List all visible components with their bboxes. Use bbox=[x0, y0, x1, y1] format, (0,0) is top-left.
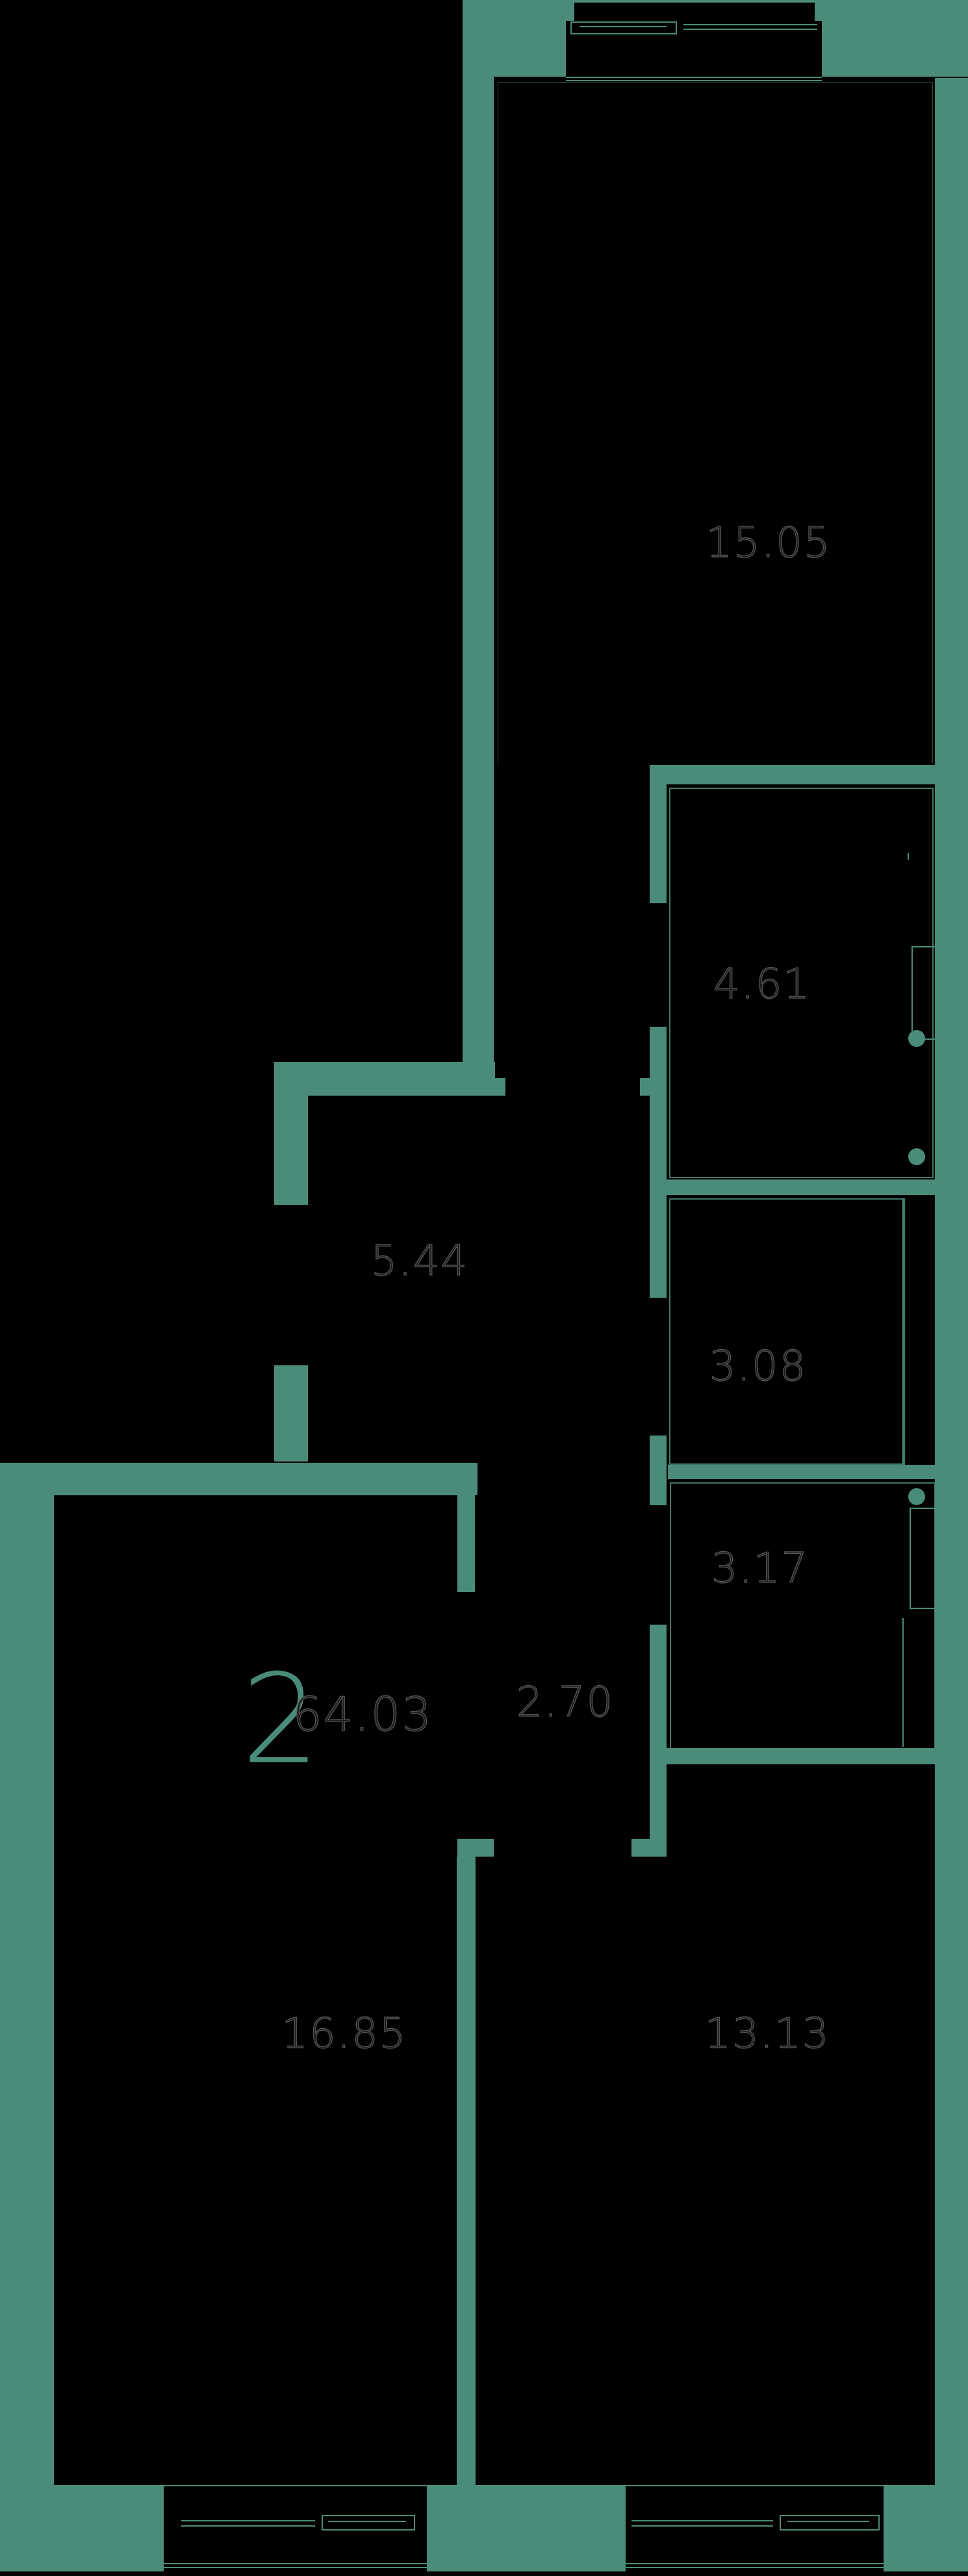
bedrooms-divider-wall bbox=[457, 1857, 476, 2485]
balcony-pier-right bbox=[822, 0, 968, 77]
bedroom-window-casement-glass bbox=[328, 2521, 406, 2522]
corridor-left-wall bbox=[457, 1495, 475, 1592]
outer-wall-left-upper bbox=[463, 77, 494, 1096]
section-divider-wall bbox=[0, 1463, 478, 1495]
wall-joint-line-right bbox=[937, 77, 968, 79]
bedroom2-window-glass-1 bbox=[631, 2520, 773, 2521]
bedroom2-window-casement-glass bbox=[787, 2521, 869, 2522]
room-area-label: 13.13 bbox=[704, 2009, 830, 2058]
shower-bedroom2-divider bbox=[665, 1748, 939, 1764]
bedroom-window-outer-line-1 bbox=[164, 2563, 427, 2564]
entry-wall-upper bbox=[274, 1062, 308, 1205]
bedroom2-window-outer-line-1 bbox=[626, 2563, 884, 2564]
room-area-label: 5.44 bbox=[370, 1237, 469, 1285]
total-area-label: 64.03 bbox=[292, 1686, 433, 1742]
bathroom-left-wall-lower bbox=[650, 1027, 667, 1298]
living-room-outline bbox=[498, 82, 933, 764]
entry-wall-lower bbox=[274, 1365, 308, 1462]
pipe-symbol-icon bbox=[908, 1030, 925, 1047]
balcony-window-casement-glass bbox=[580, 26, 667, 27]
bedroom2-window-casement bbox=[780, 2515, 880, 2531]
room-area-label: 3.08 bbox=[709, 1342, 808, 1391]
balcony-parapet-side-left bbox=[566, 3, 574, 21]
wc-duct-edge-line bbox=[902, 1198, 904, 1465]
bathroom-top-wall bbox=[650, 765, 939, 784]
bedroom-window-glass-1 bbox=[181, 2520, 315, 2521]
room-area-label: 15.05 bbox=[706, 519, 832, 567]
bottom-wall-pier-right bbox=[884, 2485, 968, 2571]
bedroom2-window-glass-2 bbox=[631, 2525, 773, 2527]
bedroom2-window-top-line bbox=[626, 2485, 884, 2486]
balcony-door-window-line-2 bbox=[566, 80, 822, 81]
balcony-door-window-line-1 bbox=[566, 77, 822, 78]
corridor-bottom-wall-left bbox=[457, 1839, 494, 1857]
bathroom-left-wall-upper bbox=[650, 784, 667, 903]
wc-outline bbox=[669, 1198, 905, 1465]
balcony-parapet-side-right bbox=[815, 3, 822, 21]
shower-left-wall-lower bbox=[650, 1625, 667, 1857]
wc-left-wall-pier bbox=[650, 1436, 667, 1505]
balcony-pier-left bbox=[463, 0, 566, 77]
balcony-parapet-top-strip bbox=[566, 0, 822, 3]
bathroom-fixture-tick bbox=[908, 853, 909, 860]
balcony-window-glass-1 bbox=[683, 24, 817, 25]
room-area-label: 4.61 bbox=[713, 960, 811, 1009]
bottom-wall-pier-middle bbox=[427, 2485, 626, 2571]
hallway-top-wall bbox=[276, 1062, 495, 1096]
living-room-door-stub-left bbox=[495, 1078, 505, 1096]
pipe-symbol-icon bbox=[908, 1488, 925, 1505]
shower-room-outline bbox=[670, 1482, 936, 1749]
rooms-count-label: 2 bbox=[241, 1647, 320, 1792]
bedroom-window-glass-2 bbox=[181, 2525, 315, 2527]
outer-wall-left-lower bbox=[0, 1495, 54, 2485]
room-area-label: 3.17 bbox=[711, 1544, 809, 1593]
bedroom2-window-outer-line-2 bbox=[626, 2567, 884, 2568]
bathroom-wc-divider bbox=[665, 1179, 937, 1195]
shower-duct-edge-line bbox=[902, 1618, 904, 1747]
bedroom-window-casement bbox=[322, 2515, 415, 2531]
balcony-window-casement bbox=[570, 21, 677, 34]
bedroom-window-top-line bbox=[164, 2485, 427, 2486]
pipe-symbol-icon bbox=[908, 1148, 925, 1165]
balcony-window-glass-2 bbox=[683, 29, 817, 30]
bathroom-duct-niche bbox=[911, 946, 937, 1040]
bedroom-window-outer-line-2 bbox=[164, 2567, 427, 2568]
room-area-label: 2.70 bbox=[516, 1678, 615, 1727]
bottom-wall-pier-left bbox=[0, 2485, 164, 2571]
living-room-door-stub-right bbox=[640, 1078, 650, 1096]
corridor-bottom-wall-right bbox=[631, 1839, 650, 1857]
room-area-label: 16.85 bbox=[281, 2009, 407, 2058]
shower-duct-niche bbox=[910, 1508, 938, 1609]
wc-shower-divider bbox=[668, 1465, 939, 1479]
outer-wall-right bbox=[935, 78, 968, 2571]
bathroom-outline bbox=[669, 788, 934, 1178]
